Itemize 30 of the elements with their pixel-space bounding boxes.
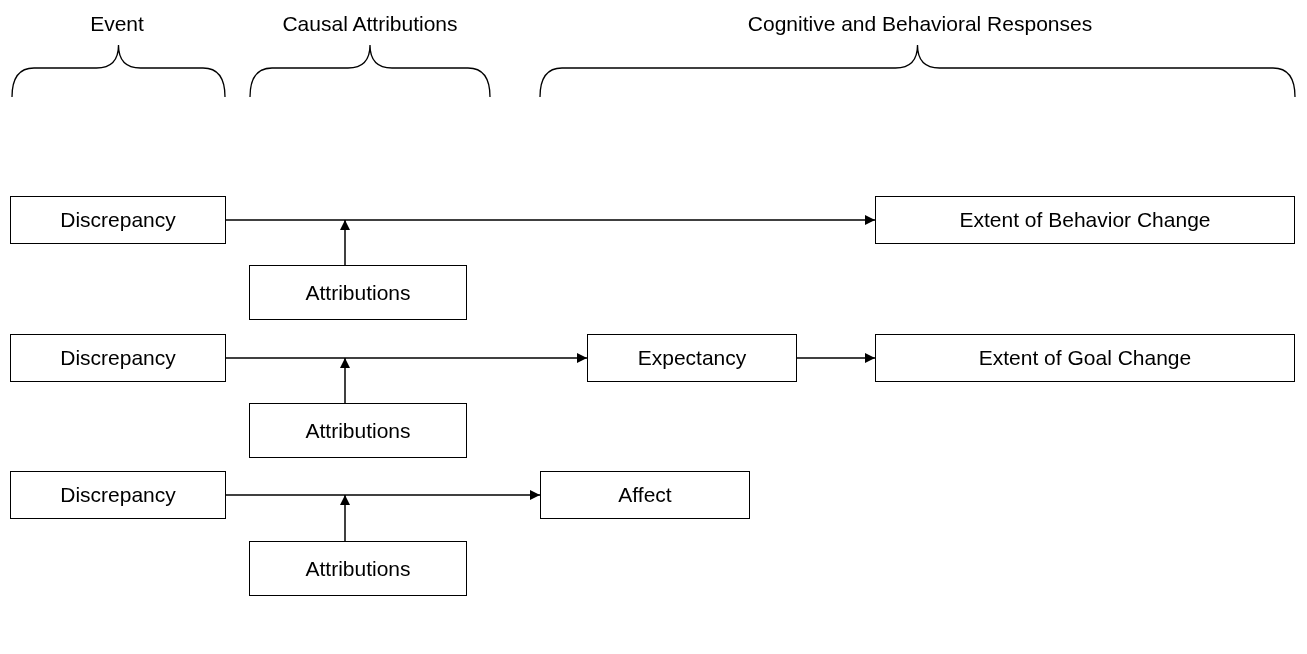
box-label: Discrepancy [60,346,176,370]
process-box [249,541,467,596]
box-label: Attributions [305,418,411,443]
box-label: Discrepancy [60,208,176,232]
box-label: Affect [618,483,672,507]
arrow [340,219,350,266]
box-label: Discrepancy [60,483,176,507]
section-heading: Cognitive and Behavioral Responses [747,12,1093,36]
arrow [225,353,588,363]
arrow [225,490,541,500]
process-box [587,334,797,382]
box-label: Attributions [305,280,411,305]
process-box [875,334,1295,382]
section-heading: Event [90,12,144,36]
box-label: Extent of Goal Change [978,346,1192,370]
process-box [10,196,226,244]
arrow [225,215,876,225]
process-box [875,196,1295,244]
process-box [249,403,467,458]
process-box [540,471,750,519]
box-label: Expectancy [637,346,747,370]
arrow [796,353,876,363]
arrow [340,357,350,404]
section-heading: Causal Attributions [282,12,458,36]
box-label: Extent of Behavior Change [959,208,1211,232]
process-box [10,334,226,382]
box-label: Attributions [305,556,411,581]
arrow [340,494,350,542]
process-box [10,471,226,519]
process-box [249,265,467,320]
